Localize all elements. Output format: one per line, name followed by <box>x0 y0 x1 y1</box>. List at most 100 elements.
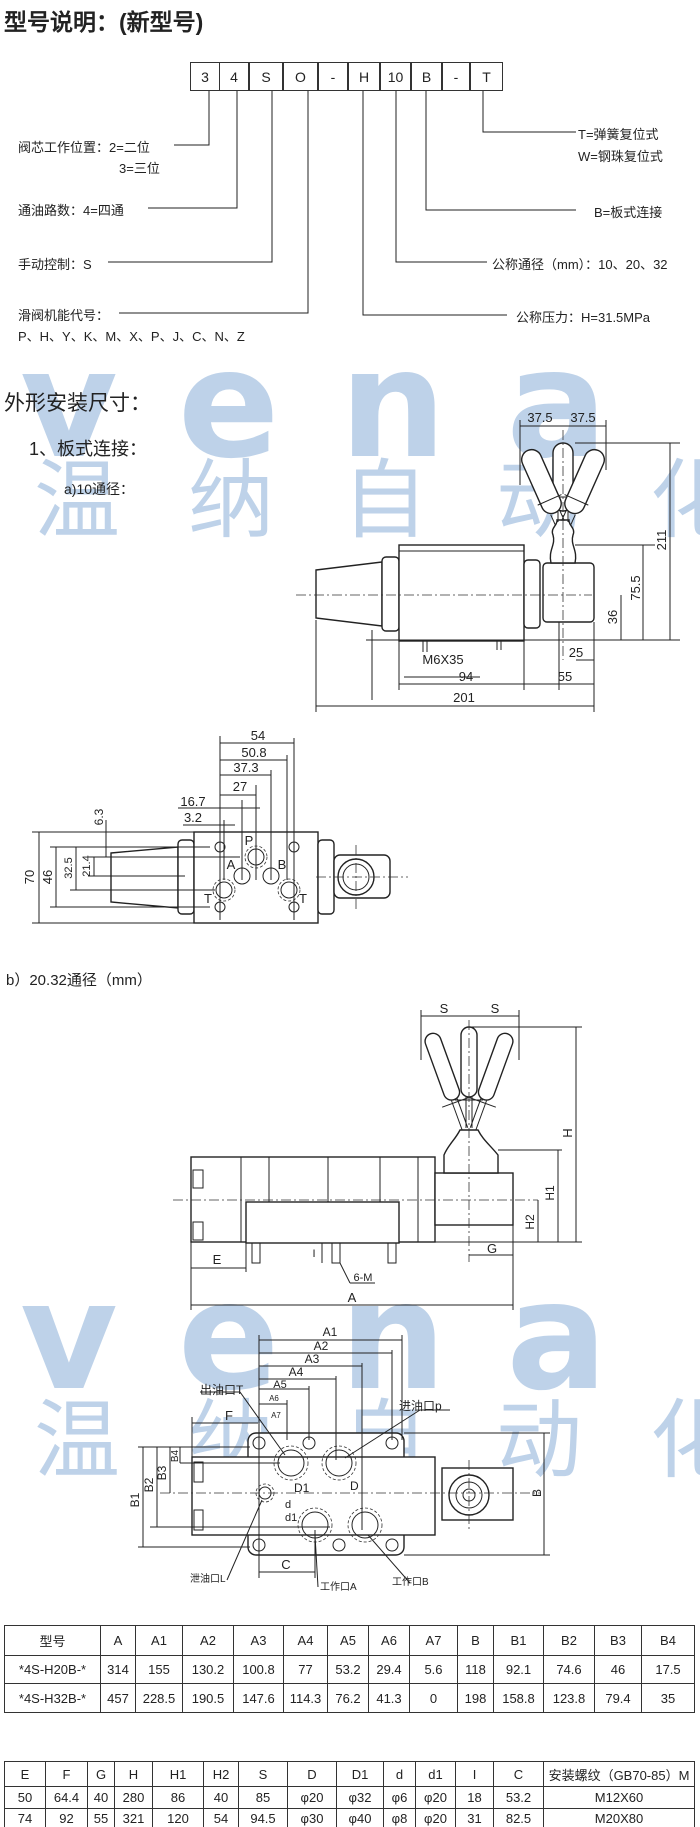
table-header-cell: A2 <box>182 1625 234 1656</box>
port-label-t: 出油口T <box>200 1383 244 1397</box>
table-cell: 130.2 <box>182 1655 234 1684</box>
dim-label: D1 <box>294 1481 310 1495</box>
table-cell: φ32 <box>336 1786 384 1809</box>
table-cell: φ20 <box>415 1808 456 1827</box>
table-cell: 314 <box>100 1655 136 1684</box>
port-label-p: P <box>245 833 254 848</box>
dim-label: 6-M <box>354 1272 373 1284</box>
dim-label: C <box>281 1557 290 1572</box>
table-cell: 41.3 <box>368 1683 410 1713</box>
table-cell: 155 <box>135 1655 183 1684</box>
legend-positions-alt: 3=三位 <box>119 161 160 176</box>
legend-mount: B=板式连接 <box>594 205 663 220</box>
dim-label: A4 <box>289 1365 304 1379</box>
table-cell: 280 <box>114 1786 153 1809</box>
subsection-plate: 1、板式连接： <box>29 439 148 459</box>
subsection-20-32: b）20.32通径（mm） <box>6 972 152 989</box>
legend-ways: 通油路数：4=四通 <box>18 203 124 218</box>
dim-label: 3.2 <box>184 810 202 825</box>
watermark-logo: vena <box>20 1250 668 1424</box>
dim-label: 54 <box>251 728 265 743</box>
model-code-segment: B <box>411 62 442 91</box>
table-header-cell: B <box>457 1625 494 1656</box>
table-header-cell: A5 <box>327 1625 369 1656</box>
table-header-cell: C <box>493 1761 544 1787</box>
table-cell: 18 <box>455 1786 494 1809</box>
table-header-cell: S <box>238 1761 288 1787</box>
dim-label: A1 <box>323 1325 338 1339</box>
subsection-10: a)10通径： <box>64 481 135 497</box>
legend-spool: 滑阀机能代号： <box>18 308 110 323</box>
dim-label: G <box>487 1241 497 1256</box>
table-cell: φ20 <box>415 1786 456 1809</box>
dim-label: I <box>312 1248 315 1260</box>
dim-label: A7 <box>271 1411 281 1420</box>
dim-label: d1 <box>285 1512 297 1524</box>
table-cell: M20X80 <box>543 1808 695 1827</box>
table-cell: 5.6 <box>409 1655 458 1684</box>
legend-pressure: 公称压力：H=31.5MPa <box>516 310 651 325</box>
dim-label: 50.8 <box>241 745 266 760</box>
port-label-b: B <box>278 857 287 872</box>
table-header-cell: A3 <box>233 1625 284 1656</box>
table-cell: M12X60 <box>543 1786 695 1809</box>
dim-label: A <box>348 1290 357 1305</box>
table-cell: 46 <box>594 1655 642 1684</box>
table-cell: *4S-H20B-* <box>4 1655 101 1684</box>
table-header-cell: H <box>114 1761 153 1787</box>
dim-label: A2 <box>314 1339 329 1353</box>
dim-label: H1 <box>543 1185 557 1201</box>
model-code-segment: T <box>470 62 503 91</box>
table-header-cell: F <box>45 1761 88 1787</box>
table-cell: 79.4 <box>594 1683 642 1713</box>
table-header-cell: I <box>455 1761 494 1787</box>
dim-label: 94 <box>459 669 473 684</box>
dim-label: 6.3 <box>92 808 106 825</box>
table-header-cell: A7 <box>409 1625 458 1656</box>
port-label-p: 进油口p <box>399 1399 442 1413</box>
drawing-10-top-view: 54 50.8 37.3 27 16.7 3.2 6.3 70 46 32.5 … <box>22 728 408 924</box>
dim-label: 211 <box>654 530 669 551</box>
drawing-20-side-view: S S H H1 H2 E G A 6-M I <box>173 1001 582 1310</box>
table-header-cell: G <box>87 1761 115 1787</box>
legend-diameter: 公称通径（mm）：10、20、32 <box>492 257 668 272</box>
table-cell: 321 <box>114 1808 153 1827</box>
table-header-cell: B1 <box>493 1625 544 1656</box>
table-cell: 53.2 <box>493 1786 544 1809</box>
dim-label: H2 <box>523 1214 537 1230</box>
table-header-cell: E <box>4 1761 46 1787</box>
dim-label: 32.5 <box>63 857 75 878</box>
page-title: 型号说明：(新型号) <box>4 9 204 35</box>
dim-label: 16.7 <box>180 794 205 809</box>
dim-label: D <box>350 1479 359 1493</box>
port-label-a: 工作口A <box>320 1581 357 1593</box>
port-label-a: A <box>227 857 236 872</box>
table-cell: 40 <box>203 1786 239 1809</box>
table-cell: 147.6 <box>233 1683 284 1713</box>
dim-label: 37.5 <box>527 410 552 425</box>
section-title: 外形安装尺寸： <box>4 392 151 415</box>
table-cell: 76.2 <box>327 1683 369 1713</box>
legend-positions: 阀芯工作位置：2=二位 <box>18 140 150 155</box>
table-cell: φ6 <box>383 1786 416 1809</box>
dim-label: d <box>285 1499 291 1511</box>
port-label-b: 工作口B <box>392 1576 429 1588</box>
model-code-segment: 10 <box>380 62 411 91</box>
dim-label: 21.4 <box>81 855 93 876</box>
model-code-segment: - <box>442 62 470 91</box>
port-label-t: T <box>299 891 307 906</box>
table-cell: 29.4 <box>368 1655 410 1684</box>
table-header-cell: A6 <box>368 1625 410 1656</box>
table-header-cell: D1 <box>336 1761 384 1787</box>
table-cell: 123.8 <box>543 1683 595 1713</box>
table-cell: 228.5 <box>135 1683 183 1713</box>
dim-label: F <box>225 1408 233 1423</box>
table-header-cell: A4 <box>283 1625 328 1656</box>
table-header-cell: A1 <box>135 1625 183 1656</box>
legend-return-t: T=弹簧复位式 <box>578 127 659 142</box>
legend-return-w: W=钢珠复位式 <box>578 149 663 164</box>
